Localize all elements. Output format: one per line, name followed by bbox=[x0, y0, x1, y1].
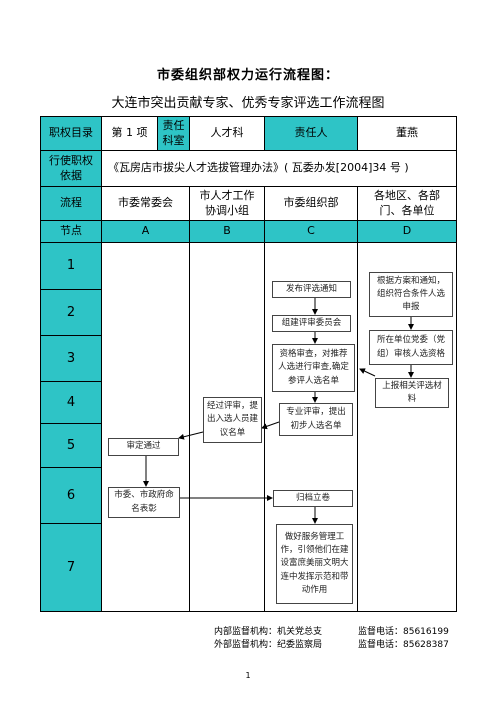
resp-person-label: 责任人 bbox=[264, 116, 358, 151]
external-label: 外部监督机构：纪委监察局 bbox=[214, 640, 323, 650]
basis-text: 《瓦房店市拔尖人才选拔管理办法》( 瓦委办发[2004]34 号 ) bbox=[101, 150, 457, 187]
step-expert-review: 专业评审，提出初步人选名单 bbox=[279, 403, 353, 436]
step-archive: 归档立卷 bbox=[273, 490, 353, 507]
step-approve: 审定通过 bbox=[108, 438, 179, 456]
row-number: 6 bbox=[40, 467, 102, 524]
external-supervision: 外部监督机构：纪委监察局 监督电话：85628387 bbox=[214, 637, 449, 650]
step-recommend-by-plan: 根据方案和通知，组织符合条件人选申报 bbox=[369, 272, 453, 317]
resp-dept-label: 责任科室 bbox=[157, 116, 190, 151]
internal-supervision: 内部监督机构：机关党总支 监督电话：85616199 bbox=[214, 624, 449, 637]
step-unit-review: 所在单位党委（党组）审核人选资格 bbox=[369, 330, 453, 365]
internal-label: 内部监督机构：机关党总支 bbox=[214, 627, 323, 637]
step-service: 做好服务管理工作，引领他们在建设富庶美丽文明大连中发挥示范和带动作用 bbox=[276, 524, 353, 604]
page-subtitle: 大连市突出贡献专家、优秀专家评选工作流程图 bbox=[111, 96, 385, 111]
page-number: 1 bbox=[245, 671, 251, 680]
step-propose-list: 经过评审，提出入选人员建议名单 bbox=[203, 397, 262, 443]
flow-label: 流程 bbox=[40, 186, 102, 221]
internal-phone: 监督电话：85616199 bbox=[358, 627, 449, 637]
external-phone: 监督电话：85628387 bbox=[358, 640, 449, 650]
flow-col-a: 市委常委会 bbox=[101, 186, 190, 221]
step-publish-notice: 发布评选通知 bbox=[272, 281, 351, 298]
step-form-committee: 组建评审委员会 bbox=[272, 315, 351, 332]
step-qualification-review: 资格审查，对推荐人选进行审查,确定参评人选名单 bbox=[272, 344, 355, 392]
step-commend: 市委、市政府命名表彰 bbox=[108, 487, 180, 518]
row-number: 2 bbox=[40, 289, 102, 336]
page-title: 市委组织部权力运行流程图： bbox=[156, 68, 339, 83]
catalog-label: 职权目录 bbox=[40, 116, 102, 151]
flow-col-c: 市委组织部 bbox=[264, 186, 358, 221]
step-submit-materials: 上报相关评选材料 bbox=[375, 378, 449, 408]
resp-dept: 人才科 bbox=[189, 116, 265, 151]
